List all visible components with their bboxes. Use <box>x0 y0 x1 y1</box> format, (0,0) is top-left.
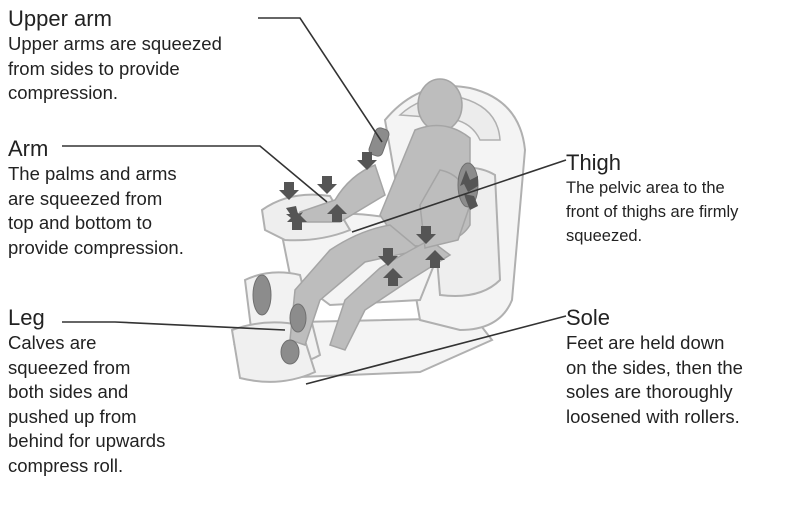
sole-description: Feet are held down on the sides, then th… <box>566 332 743 427</box>
sole-title: Sole <box>566 305 611 330</box>
callout-upper-arm: Upper arm Upper arms are squeezed from s… <box>8 6 308 106</box>
leg-description: Calves are squeezed from both sides and … <box>8 332 166 476</box>
leader-lines <box>62 17 567 385</box>
leader-arm <box>62 145 328 203</box>
thigh-title: Thigh <box>566 150 622 175</box>
compression-arrows <box>279 152 478 286</box>
leader-leg <box>62 321 286 331</box>
callout-leg: Leg Calves are squeezed from both sides … <box>8 305 248 478</box>
callout-thigh: Thigh The pelvic area to the front of th… <box>566 150 807 248</box>
callout-sole: Sole Feet are held down on the sides, th… <box>566 305 807 429</box>
thigh-description: The pelvic area to the front of thighs a… <box>566 179 739 245</box>
arm-title: Arm <box>8 136 49 161</box>
leader-thigh <box>351 159 567 233</box>
upper-arm-description: Upper arms are squeezed from sides to pr… <box>8 33 222 103</box>
upper-arm-title: Upper arm <box>8 6 112 31</box>
leg-title: Leg <box>8 305 45 330</box>
callout-arm: Arm The palms and arms are squeezed from… <box>8 136 258 260</box>
leader-upper-arm <box>258 17 383 143</box>
leader-sole <box>305 315 567 385</box>
arm-description: The palms and arms are squeezed from top… <box>8 163 184 258</box>
